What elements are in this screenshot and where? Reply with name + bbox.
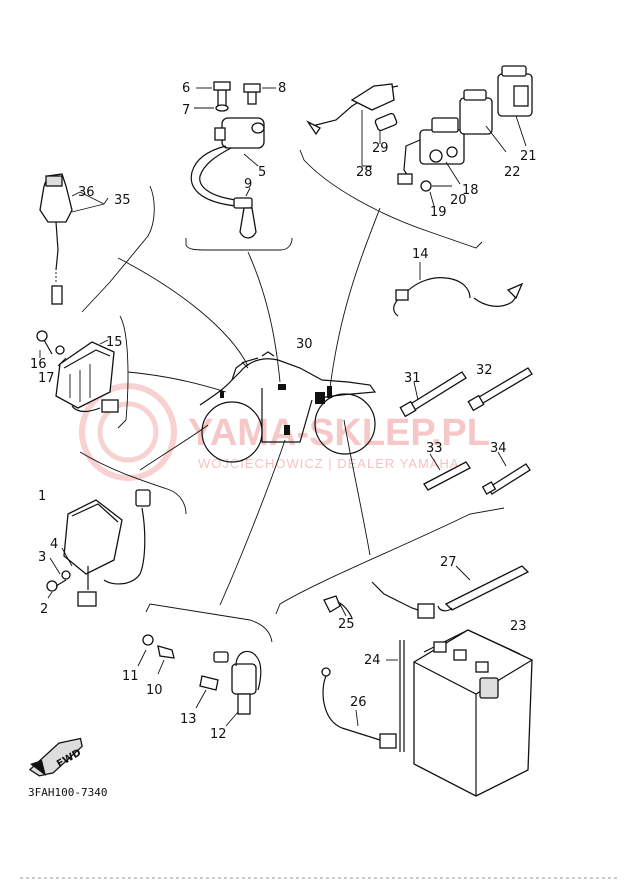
label-27: 27 <box>440 555 457 570</box>
label-2: 2 <box>40 602 48 617</box>
label-4: 4 <box>50 537 58 552</box>
rectifier-group <box>36 315 129 429</box>
label-17: 17 <box>38 371 55 386</box>
ignition-coil-group <box>185 81 293 251</box>
label-3: 3 <box>38 550 46 565</box>
label-18: 18 <box>462 183 479 198</box>
neutral-switch-group <box>137 603 273 727</box>
label-23: 23 <box>510 619 527 634</box>
label-15: 15 <box>106 335 123 350</box>
label-11: 11 <box>122 669 139 684</box>
label-5: 5 <box>258 165 266 180</box>
relay-group <box>299 65 533 249</box>
motorcycle-frame-outline <box>199 351 377 463</box>
watermark-title: YAMA-SKLEP.PL <box>188 412 490 454</box>
diagram-code: 3FAH100-7340 <box>28 786 107 799</box>
leader-lines <box>117 207 381 606</box>
label-30: 30 <box>296 337 313 352</box>
label-33: 33 <box>426 441 443 456</box>
relay-22 <box>459 97 493 135</box>
switch-group-35 <box>39 173 155 313</box>
forward-direction-icon: FWD <box>28 737 83 777</box>
label-7: 7 <box>182 103 190 118</box>
cdi-group <box>46 451 187 607</box>
part-labels: 1 2 3 4 5 6 7 8 9 10 11 12 13 14 15 16 1… <box>30 81 537 742</box>
starter-relay <box>419 129 465 165</box>
label-8: 8 <box>278 81 286 96</box>
watermark-subtitle: WOJCIECHOWICZ | DEALER YAMAHA <box>198 456 460 471</box>
watermark: YAMA-SKLEP.PL WOJCIECHOWICZ | DEALER YAM… <box>79 383 490 481</box>
battery-group <box>275 507 533 797</box>
label-29: 29 <box>372 141 389 156</box>
label-21: 21 <box>520 149 537 164</box>
label-34: 34 <box>490 441 507 456</box>
straps-group <box>399 367 533 495</box>
label-13: 13 <box>180 712 197 727</box>
label-14: 14 <box>412 247 429 262</box>
label-31: 31 <box>404 371 421 386</box>
spark-plug-cap <box>233 197 253 209</box>
battery <box>413 629 533 797</box>
label-35: 35 <box>114 193 131 208</box>
label-9: 9 <box>244 177 252 192</box>
label-32: 32 <box>476 363 493 378</box>
label-36: 36 <box>78 185 95 200</box>
label-25: 25 <box>338 617 355 632</box>
label-28: 28 <box>356 165 373 180</box>
label-6: 6 <box>182 81 190 96</box>
label-24: 24 <box>364 653 381 668</box>
label-22: 22 <box>504 165 521 180</box>
wire-harness-14 <box>393 262 524 317</box>
label-19: 19 <box>430 205 447 220</box>
label-1: 1 <box>38 489 46 504</box>
label-10: 10 <box>146 683 163 698</box>
label-12: 12 <box>210 727 227 742</box>
label-16: 16 <box>30 357 47 372</box>
label-26: 26 <box>350 695 367 710</box>
label-20: 20 <box>450 193 467 208</box>
